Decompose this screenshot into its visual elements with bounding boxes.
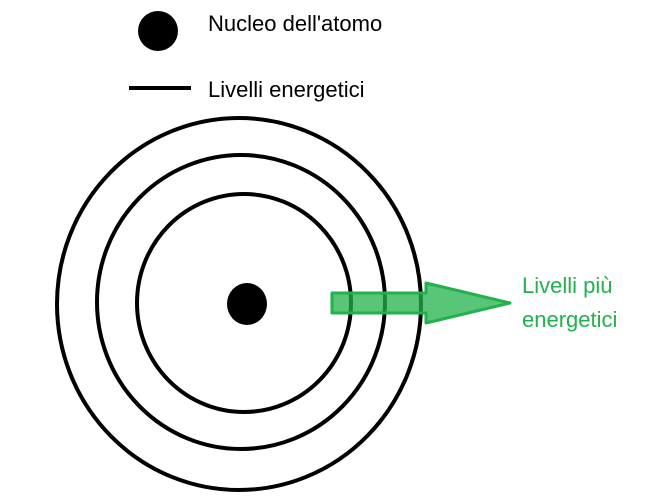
arrow-label-line1: Livelli più bbox=[522, 273, 613, 298]
nucleus bbox=[227, 283, 267, 325]
arrow-label-line2: energetici bbox=[522, 307, 618, 332]
legend-nucleus-icon bbox=[138, 11, 178, 51]
legend-levels-label: Livelli energetici bbox=[208, 77, 365, 102]
arrow-icon bbox=[330, 281, 512, 325]
legend-nucleus-label: Nucleo dell'atomo bbox=[208, 11, 383, 36]
